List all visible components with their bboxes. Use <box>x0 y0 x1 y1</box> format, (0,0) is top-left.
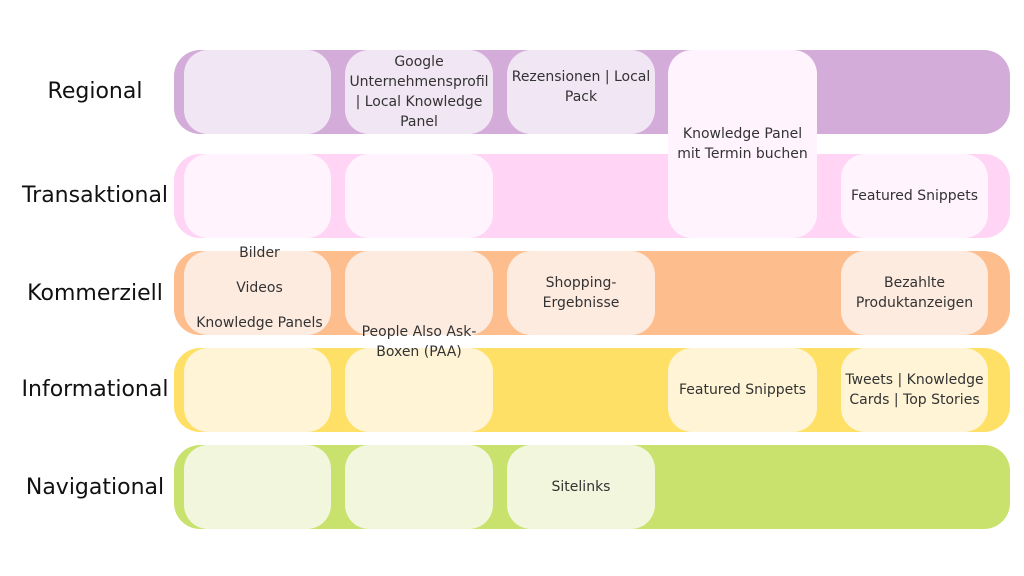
cell-sitelinks-text: Sitelinks <box>551 479 611 495</box>
cell-google-profile: Google Unternehmensprofil | Local Knowle… <box>345 50 493 134</box>
cell-featured-snippets-transactional: Featured Snippets <box>841 154 988 238</box>
cell-reviews-local-pack-text: Rezensionen | Local Pack <box>511 69 651 105</box>
row-label-transaktional: Transaktional <box>21 183 169 208</box>
row-label-navigational: Navigational <box>25 475 165 500</box>
cell-shopping-results: Shopping-Ergebnisse <box>507 251 655 335</box>
cell-sitelinks: Sitelinks <box>507 445 655 529</box>
cell-google-profile-text: Google Unternehmensprofil | Local Knowle… <box>349 54 489 130</box>
cell-featured-snippets-transactional-text: Featured Snippets <box>850 188 979 204</box>
cell-shopping-results-text: Shopping-Ergebnisse <box>542 275 620 311</box>
label-people-also-ask: People Also Ask-Boxen (PAA) <box>361 324 477 360</box>
cell-tweets-cards-stories: Tweets | Knowledge Cards | Top Stories <box>841 348 988 432</box>
cell-kommerziell-col1 <box>184 251 331 335</box>
label-videos: Videos <box>236 280 283 296</box>
cell-knowledge-panel-booking: Knowledge Panel mit Termin buchen <box>668 50 817 238</box>
cell-featured-snippets-informational-text: Featured Snippets <box>678 382 807 398</box>
cell-knowledge-panel-booking-text: Knowledge Panel mit Termin buchen <box>677 126 808 162</box>
separator-col2-band-gap <box>345 335 493 348</box>
cell-transaktional-col1 <box>184 154 331 238</box>
cell-navigational-col1 <box>184 445 331 529</box>
cell-paid-product-ads: Bezahlte Produktanzeigen <box>841 251 988 335</box>
row-label-regional: Regional <box>47 79 143 104</box>
cell-reviews-local-pack: Rezensionen | Local Pack <box>507 50 655 134</box>
cell-featured-snippets-informational: Featured Snippets <box>668 348 817 432</box>
cell-transaktional-col2 <box>345 154 493 238</box>
row-label-informational: Informational <box>21 377 169 402</box>
cell-paid-product-ads-text: Bezahlte Produktanzeigen <box>855 275 974 311</box>
cell-navigational-col2 <box>345 445 493 529</box>
separator-col1-band-gap <box>184 238 331 251</box>
cell-tweets-cards-stories-text: Tweets | Knowledge Cards | Top Stories <box>845 372 984 408</box>
cell-informational-col1 <box>184 348 331 432</box>
cell-informational-col2 <box>345 348 493 432</box>
row-label-kommerziell: Kommerziell <box>27 281 163 306</box>
label-knowledge-panels: Knowledge Panels <box>196 315 323 331</box>
cell-kommerziell-col2 <box>345 251 493 335</box>
label-images: Bilder <box>239 245 280 261</box>
cell-regional-col1 <box>184 50 331 134</box>
